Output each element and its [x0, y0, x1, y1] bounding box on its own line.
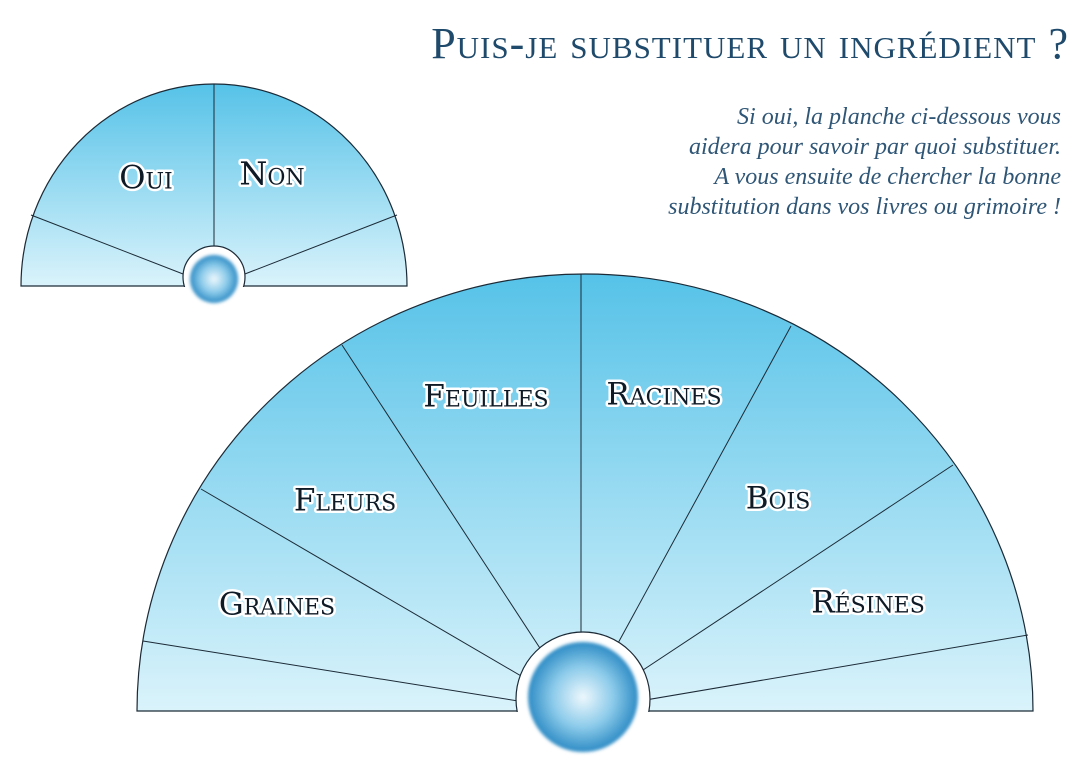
large-board-divider	[580, 634, 1029, 712]
section-label-oui: Oui	[119, 159, 172, 197]
small-board: Oui Non	[20, 83, 408, 317]
large-board: Graines Fleurs Feuilles Racines Bois Rés…	[136, 273, 1034, 774]
section-label-fleurs: Fleurs	[294, 483, 396, 519]
section-label-graines: Graines	[219, 587, 335, 623]
intro-line-3: A vous ensuite de chercher la bonne	[714, 164, 1061, 190]
large-board-divider	[200, 488, 582, 712]
large-board-divider	[142, 640, 582, 712]
small-board-orb	[190, 255, 238, 303]
large-board-orb	[528, 642, 638, 752]
large-board-fan	[136, 273, 1034, 712]
intro-line-2: aidera pour savoir par quoi substituer.	[688, 134, 1061, 160]
section-label-bois: Bois	[746, 481, 811, 517]
intro-text: Si oui, la planche ci-dessous vous aider…	[541, 102, 1061, 222]
page-title: Puis-je substituer un ingrédient ?	[431, 19, 1069, 68]
intro-line-4: substitution dans vos livres ou grimoire…	[668, 194, 1061, 220]
section-label-non: Non	[239, 155, 304, 193]
intro-line-1: Si oui, la planche ci-dessous vous	[737, 104, 1061, 130]
section-label-feuilles: Feuilles	[423, 379, 548, 415]
section-label-racines: Racines	[606, 377, 721, 413]
section-label-resines: Résines	[811, 585, 925, 621]
